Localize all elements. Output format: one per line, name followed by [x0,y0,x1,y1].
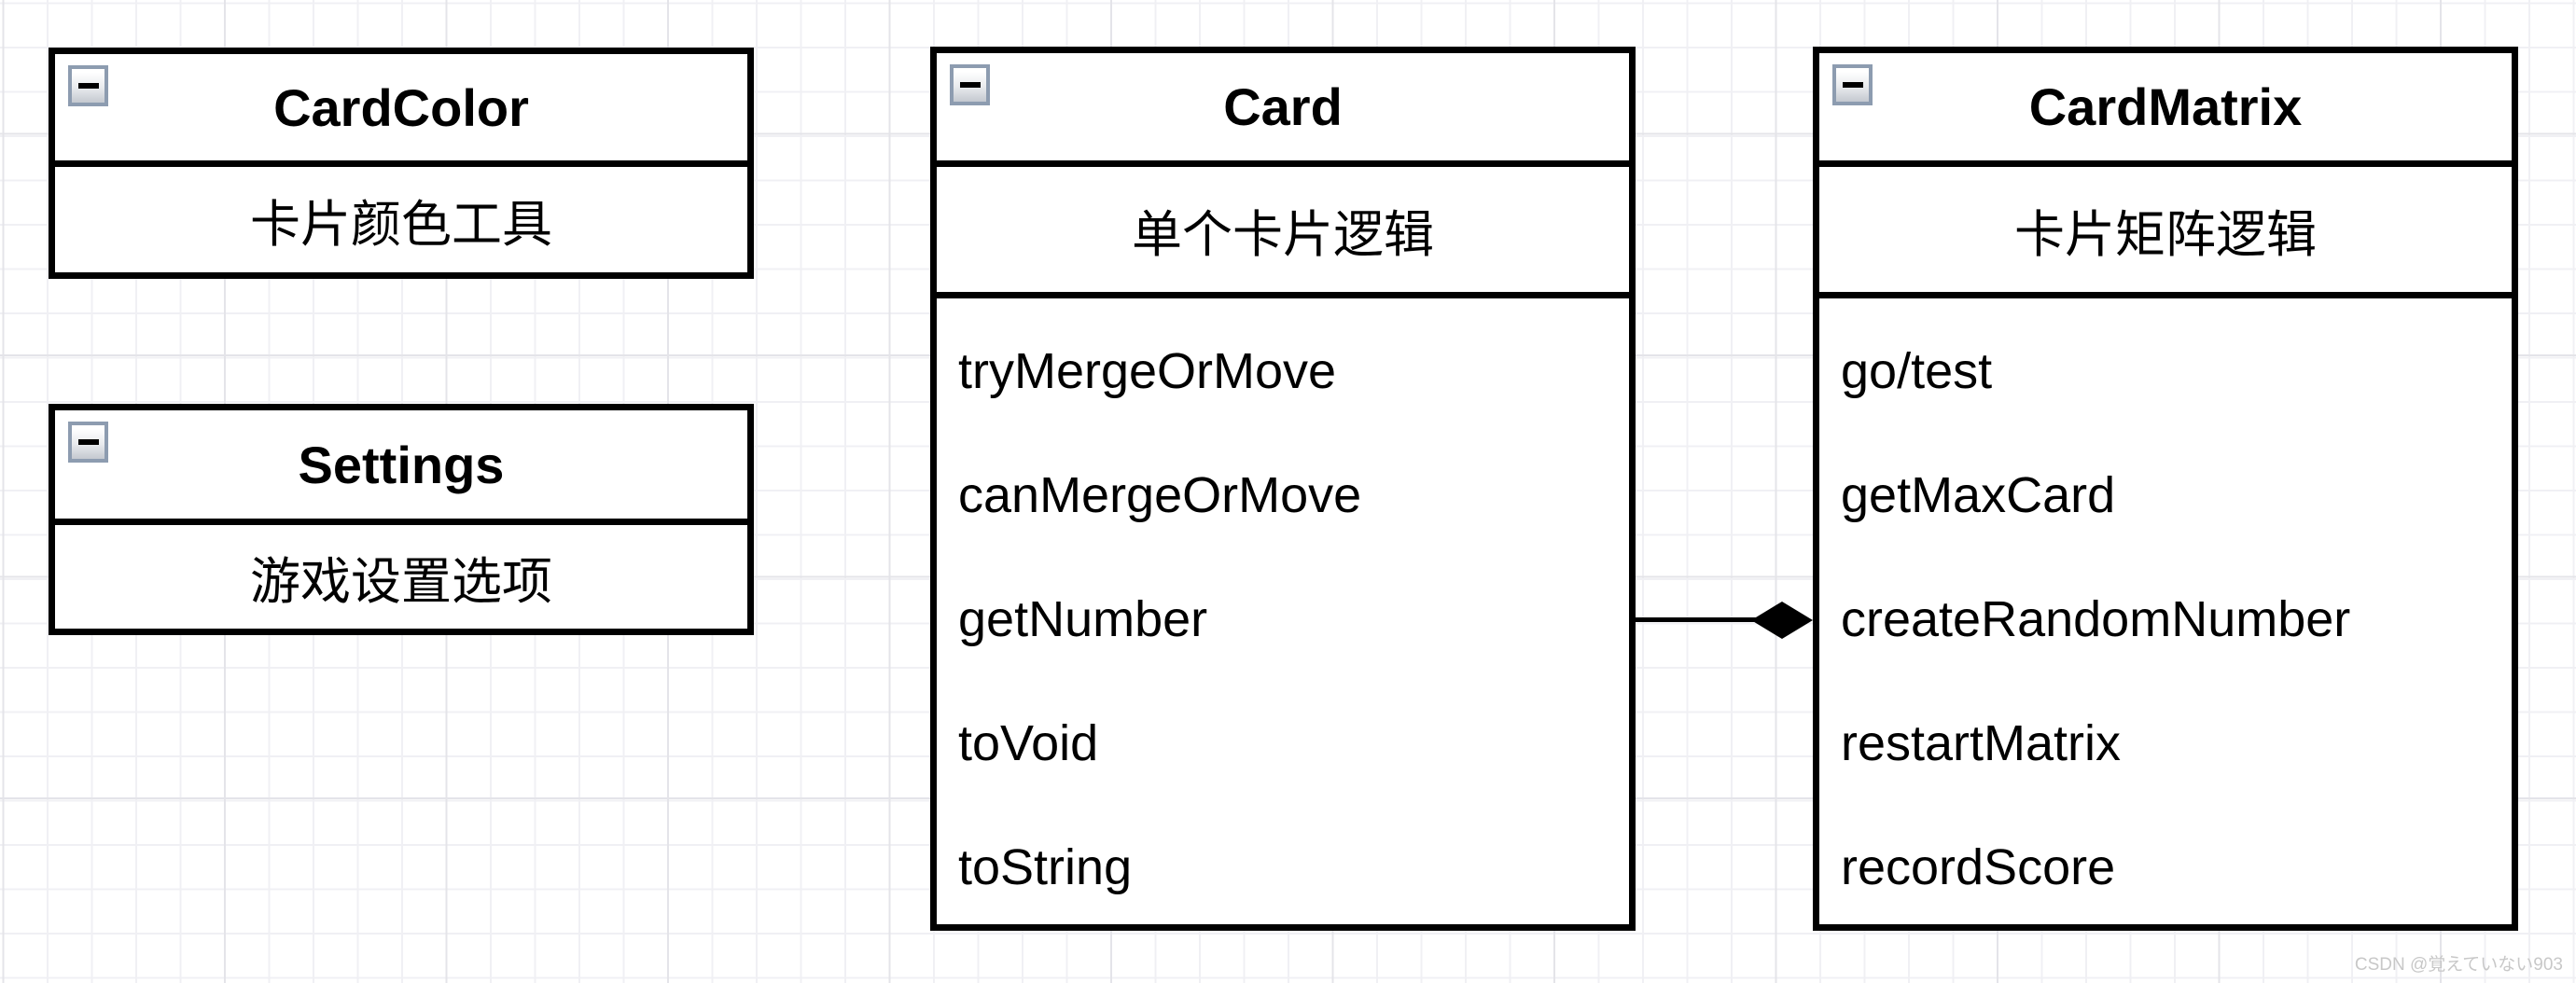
class-name: Settings [298,435,505,494]
class-header: CardColor [55,54,747,167]
class-name: CardMatrix [2028,77,2303,136]
class-description: 单个卡片逻辑 [937,167,1629,298]
class-box-cardmatrix[interactable]: CardMatrix 卡片矩阵逻辑 go/test getMaxCard cre… [1813,47,2518,931]
minus-icon [1842,82,1863,88]
class-box-card[interactable]: Card 单个卡片逻辑 tryMergeOrMove canMergeOrMov… [930,47,1636,931]
method-item[interactable]: recordScore [1841,839,2116,895]
method-item[interactable]: restartMatrix [1841,715,2122,771]
minus-icon [77,83,99,89]
class-box-cardcolor[interactable]: CardColor 卡片颜色工具 [49,48,754,279]
method-item[interactable]: go/test [1841,343,1993,399]
method-item[interactable]: getNumber [958,591,1208,647]
minus-icon [77,439,99,445]
collapse-button[interactable] [950,64,990,105]
method-item[interactable]: toString [958,839,1133,895]
class-header: CardMatrix [1819,53,2512,167]
method-item[interactable]: tryMergeOrMove [958,343,1337,399]
method-item[interactable]: canMergeOrMove [958,467,1362,523]
aggregation-edge[interactable] [1636,617,1757,622]
aggregation-diamond-icon[interactable] [1751,602,1813,639]
class-name: CardColor [273,77,529,137]
collapse-button[interactable] [68,65,108,106]
class-description: 游戏设置选项 [250,554,552,610]
method-item[interactable]: createRandomNumber [1841,591,2351,647]
class-header: Settings [55,410,747,525]
watermark-text: CSDN @覚えていない903 [2354,955,2563,975]
methods-list: tryMergeOrMove canMergeOrMove getNumber … [937,298,1629,924]
class-box-settings[interactable]: Settings 游戏设置选项 [49,404,754,635]
method-item[interactable]: getMaxCard [1841,467,2116,523]
minus-icon [959,82,981,88]
methods-list: go/test getMaxCard createRandomNumber re… [1819,298,2512,924]
collapse-button[interactable] [68,422,108,463]
class-description: 卡片矩阵逻辑 [1819,167,2512,298]
collapse-button[interactable] [1832,64,1873,105]
method-item[interactable]: toVoid [958,715,1099,771]
class-description: 卡片颜色工具 [250,197,552,253]
class-name: Card [1223,77,1343,136]
class-header: Card [937,53,1629,167]
